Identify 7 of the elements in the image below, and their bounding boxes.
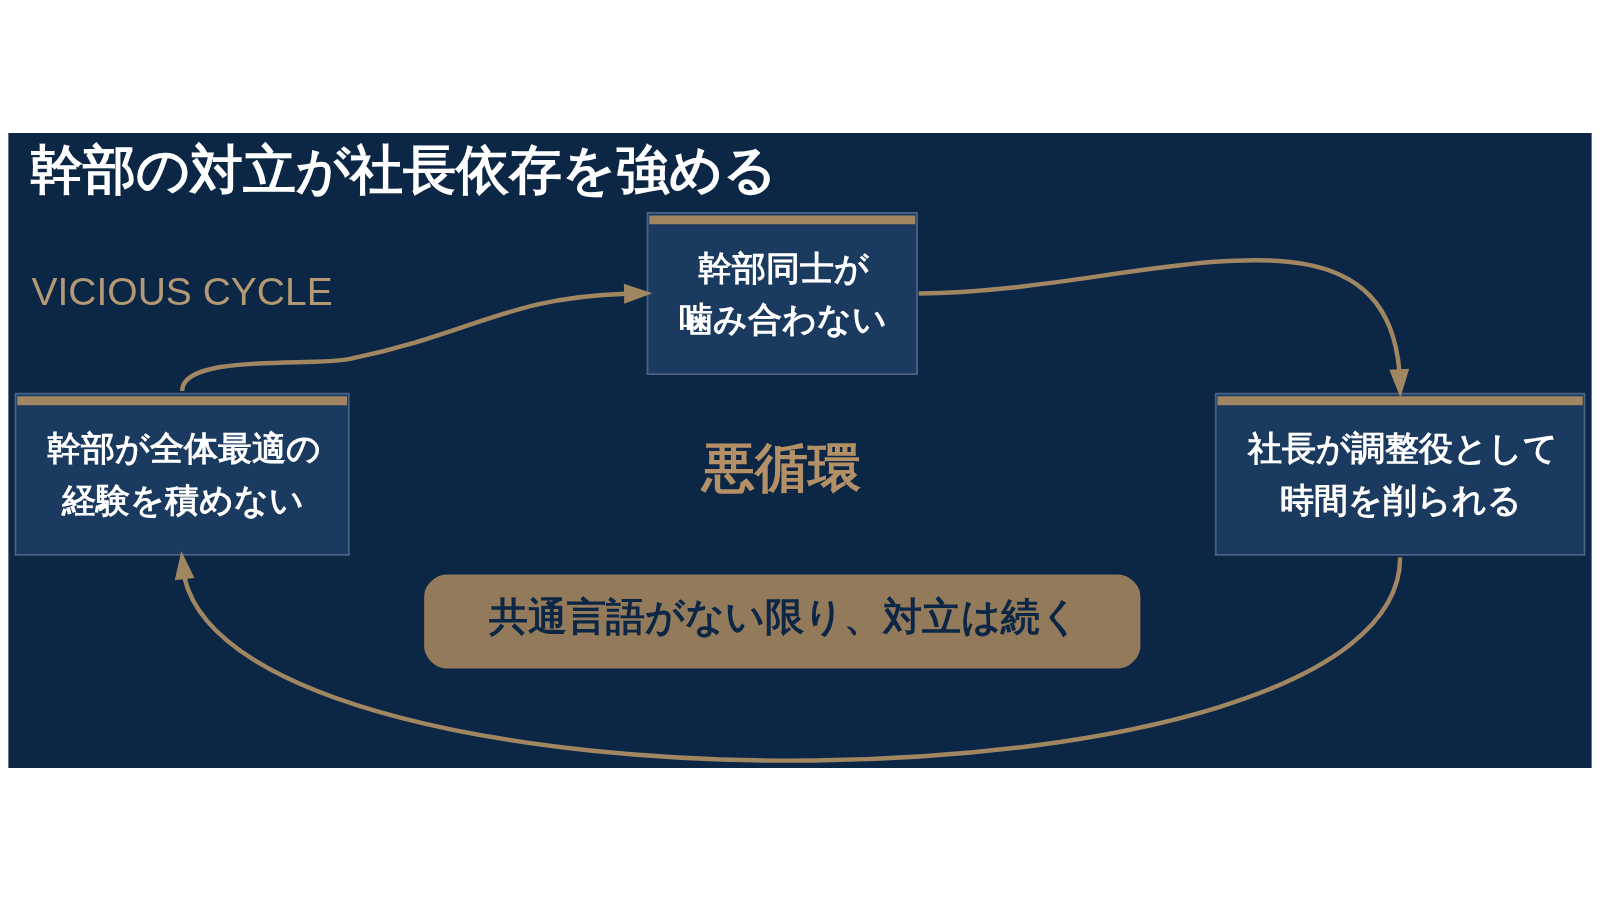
arrow	[180, 283, 653, 392]
diagram-title: 幹部の対立が社長依存を強める	[29, 138, 777, 201]
label: VICIOUS CYCLE	[31, 269, 333, 313]
arrow	[918, 258, 1410, 398]
label: 悪循環	[701, 436, 861, 499]
arrow	[174, 550, 1403, 763]
node-box: 共通言語がない限り、対立は続く	[424, 573, 1141, 668]
